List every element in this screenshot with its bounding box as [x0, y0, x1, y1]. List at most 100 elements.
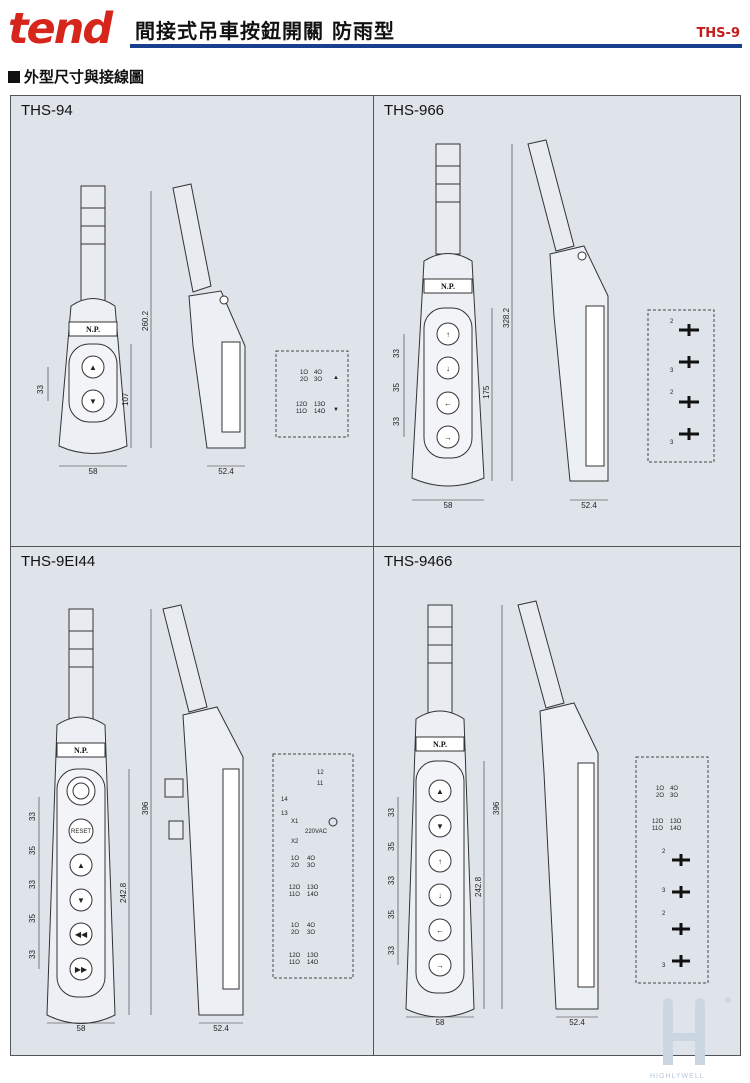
svg-text:13O: 13O [307, 953, 319, 959]
svg-text:12: 12 [317, 770, 324, 776]
panel-label: THS-94 [21, 102, 73, 119]
svg-text:11O: 11O [652, 826, 663, 832]
svg-text:14O: 14O [307, 960, 319, 966]
ths-966-drawing: N.P. ↑ ↓ ← → 328.2 175 33 35 33 58 52.4 … [392, 139, 715, 510]
nameplate: N.P. [86, 325, 100, 334]
panel-ths-9466: THS-9466 N.P. ▲ ▼ ↑ ↓ ← → 396 242.8 33 3… [373, 546, 741, 1056]
svg-text:33: 33 [387, 808, 396, 817]
svg-text:↓: ↓ [446, 364, 450, 373]
header-rule [130, 44, 742, 48]
svg-text:2: 2 [670, 390, 674, 396]
svg-text:▼: ▼ [436, 822, 444, 831]
svg-text:4O: 4O [314, 370, 322, 376]
svg-text:3O: 3O [307, 863, 315, 869]
svg-text:14O: 14O [670, 826, 682, 832]
model-code: THS-9 [696, 26, 740, 41]
nameplate: N.P. [433, 740, 447, 749]
svg-text:33: 33 [392, 349, 401, 358]
svg-text:13O: 13O [314, 402, 326, 408]
svg-text:11O: 11O [289, 960, 300, 966]
svg-text:4O: 4O [307, 923, 315, 929]
svg-text:↑: ↑ [438, 857, 442, 866]
svg-text:1O: 1O [656, 786, 664, 792]
svg-text:▲: ▲ [77, 861, 85, 870]
dim-height: 260.2 [141, 310, 150, 331]
brand-logo: tend [8, 4, 113, 54]
svg-text:35: 35 [28, 846, 37, 855]
dim-width: 58 [77, 1024, 86, 1033]
svg-text:220VAC: 220VAC [305, 829, 328, 835]
page-header: tend 間接式吊車按鈕開關 防雨型 THS-9 [0, 0, 750, 62]
panel-label: THS-966 [384, 102, 445, 119]
svg-text:33: 33 [28, 812, 37, 821]
svg-text:3O: 3O [670, 793, 678, 799]
svg-text:▼: ▼ [77, 896, 85, 905]
highlywell-logo: ® [663, 996, 731, 1065]
watermark-text: HIGHLYWELL [650, 1073, 705, 1080]
panel-ths-966: THS-966 N.P. ↑ ↓ ← → 328.2 175 33 35 33 … [373, 95, 741, 547]
svg-text:33: 33 [392, 417, 401, 426]
svg-text:2O: 2O [291, 863, 299, 869]
dim-depth: 52.4 [569, 1018, 585, 1027]
svg-text:33: 33 [387, 876, 396, 885]
svg-text:2: 2 [662, 911, 666, 917]
dim-width: 58 [89, 467, 98, 476]
svg-text:4O: 4O [670, 786, 678, 792]
svg-text:3: 3 [662, 963, 666, 969]
svg-text:←: ← [436, 926, 444, 935]
dim-height: 396 [492, 801, 501, 815]
svg-text:35: 35 [387, 842, 396, 851]
reset-label: RESET [71, 829, 91, 835]
dim-body: 242.8 [474, 876, 483, 897]
svg-text:▶▶: ▶▶ [75, 965, 88, 974]
svg-text:35: 35 [387, 910, 396, 919]
dim-depth: 52.4 [581, 501, 597, 510]
dim-depth: 52.4 [213, 1024, 229, 1033]
dim-width: 58 [436, 1018, 445, 1027]
registered-mark: ® [725, 996, 731, 1005]
svg-text:▼: ▼ [333, 407, 339, 413]
svg-text:2O: 2O [656, 793, 664, 799]
dim-pitch: 33 [36, 385, 45, 394]
svg-text:▼: ▼ [89, 397, 97, 406]
svg-text:12O: 12O [289, 953, 301, 959]
svg-text:3O: 3O [314, 377, 322, 383]
panel-label: THS-9EI44 [21, 553, 96, 570]
page-title: 間接式吊車按鈕開關 防雨型 [135, 19, 395, 43]
dim-depth: 52.4 [218, 467, 234, 476]
svg-text:12O: 12O [296, 402, 308, 408]
panel-ths-9ei44: THS-9EI44 N.P. RESET ▲ ▼ ◀◀ ▶▶ 396 242.8… [10, 546, 374, 1056]
square-bullet-icon [8, 71, 20, 83]
svg-text:4O: 4O [307, 856, 315, 862]
svg-text:33: 33 [28, 880, 37, 889]
nameplate: N.P. [74, 746, 88, 755]
svg-text:11O: 11O [289, 892, 300, 898]
svg-text:13: 13 [281, 811, 288, 817]
svg-text:11O: 11O [296, 409, 307, 415]
section-title: 外型尺寸與接線圖 [8, 66, 144, 87]
svg-text:1O: 1O [291, 923, 299, 929]
svg-text:35: 35 [28, 914, 37, 923]
dim-width: 58 [444, 501, 453, 510]
panel-label: THS-9466 [384, 553, 453, 570]
svg-text:1O: 1O [300, 370, 308, 376]
svg-text:→: → [444, 433, 452, 442]
svg-text:◀◀: ◀◀ [75, 930, 88, 939]
svg-text:14O: 14O [307, 892, 319, 898]
svg-text:X1: X1 [291, 819, 299, 825]
ths-94-drawing: N.P. ▲ ▼ 260.2 107 33 58 52.4 1O 4O 2O 3… [36, 183, 349, 476]
svg-text:2: 2 [662, 849, 666, 855]
svg-text:3: 3 [662, 888, 666, 894]
svg-text:2O: 2O [300, 377, 308, 383]
dim-height: 396 [141, 801, 150, 815]
svg-text:13O: 13O [307, 885, 319, 891]
svg-text:3O: 3O [307, 930, 315, 936]
dim-body: 242.8 [119, 882, 128, 903]
svg-text:3: 3 [670, 440, 674, 446]
dim-body: 107 [121, 392, 130, 406]
svg-text:14O: 14O [314, 409, 326, 415]
svg-text:33: 33 [28, 950, 37, 959]
svg-text:35: 35 [392, 383, 401, 392]
svg-text:→: → [436, 961, 444, 970]
svg-text:↑: ↑ [446, 330, 450, 339]
